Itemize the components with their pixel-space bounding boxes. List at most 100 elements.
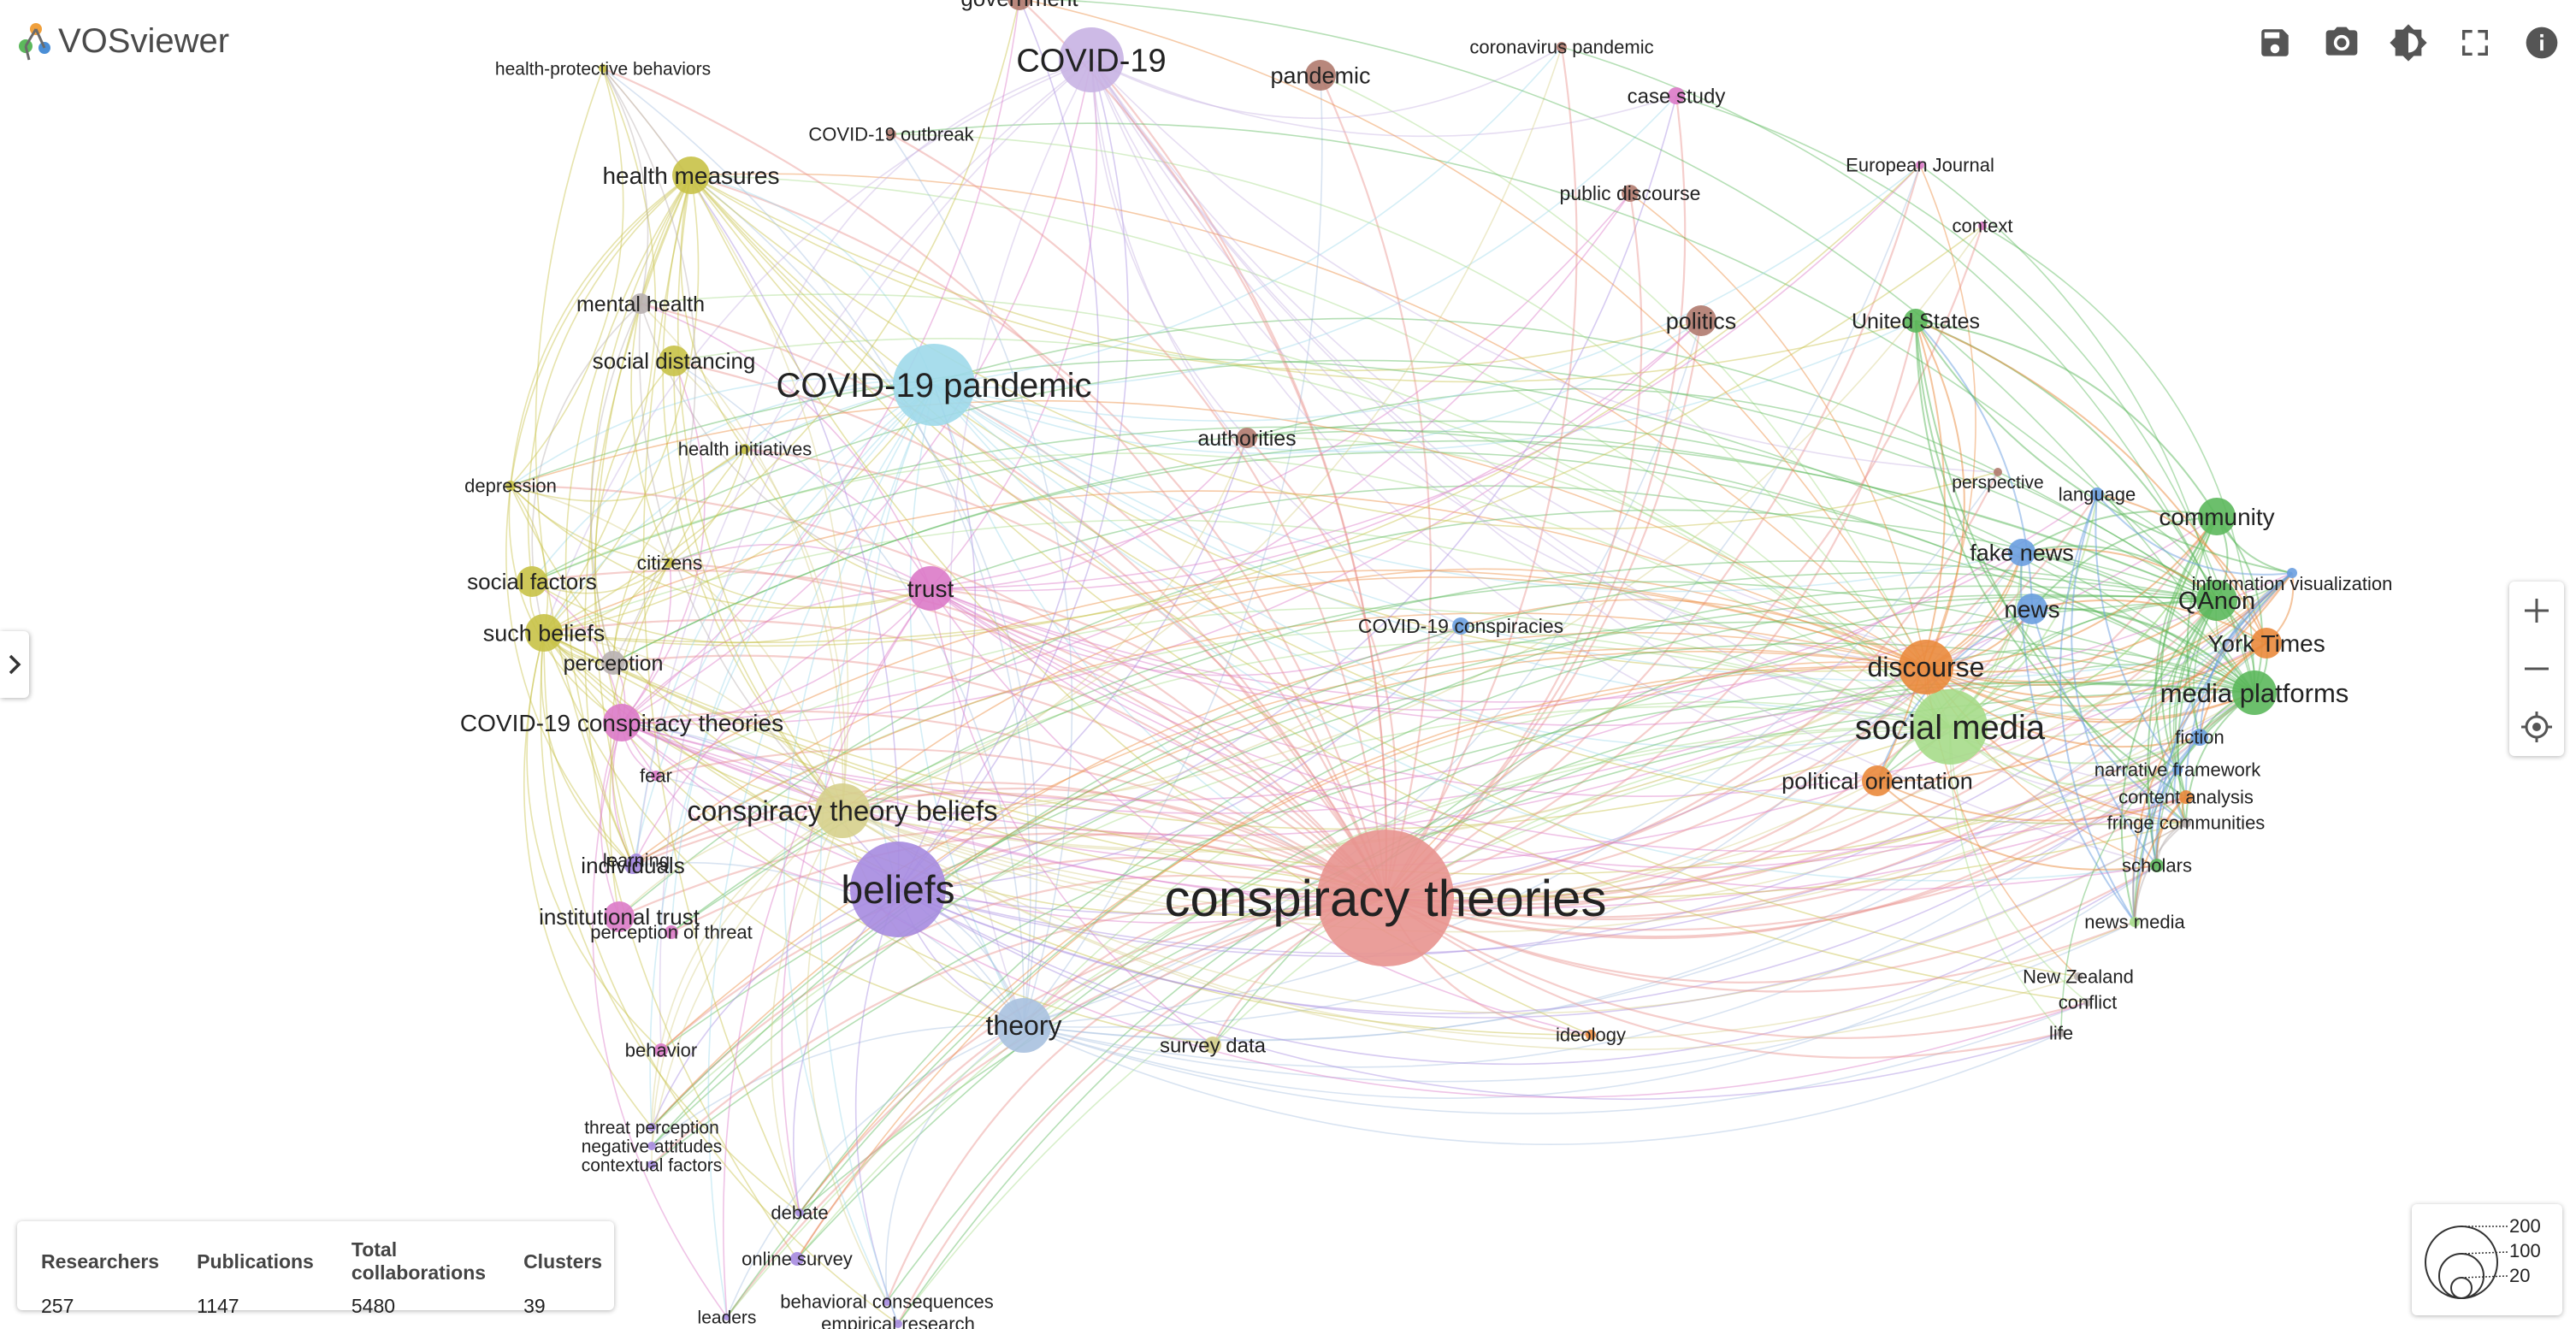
zoom-in-button[interactable]: [2509, 582, 2564, 640]
node-label-iv[interactable]: information visualization: [2192, 573, 2393, 594]
node-label-fc[interactable]: fringe communities: [2107, 812, 2266, 834]
node-label-scholars[interactable]: scholars: [2122, 855, 2192, 877]
node-label-c19o[interactable]: COVID-19 outbreak: [808, 124, 974, 145]
node-label-c19c[interactable]: COVID-19 conspiracies: [1358, 615, 1563, 637]
node-hi[interactable]: [740, 444, 750, 454]
node-label-authorities[interactable]: authorities: [1197, 427, 1296, 451]
node-label-fakenews[interactable]: fake news: [1970, 540, 2074, 565]
node-ctb[interactable]: [815, 783, 870, 838]
node-fc[interactable]: [2181, 818, 2191, 828]
node-label-mp[interactable]: media platforms: [2160, 678, 2349, 708]
theme-button[interactable]: [2384, 19, 2432, 67]
node-os[interactable]: [790, 1252, 804, 1266]
node-tp[interactable]: [647, 1123, 656, 1131]
node-label-beliefs[interactable]: beliefs: [842, 867, 955, 912]
node-debate[interactable]: [795, 1208, 804, 1217]
node-po[interactable]: [1862, 765, 1893, 796]
node-sf[interactable]: [517, 566, 547, 597]
node-pubd[interactable]: [1622, 185, 1639, 202]
node-cf[interactable]: [647, 1161, 656, 1169]
node-label-perception[interactable]: perception: [564, 652, 664, 676]
node-label-cpand[interactable]: coronavirus pandemic: [1469, 37, 1653, 58]
node-behavior[interactable]: [654, 1043, 668, 1057]
side-panel-toggle[interactable]: [0, 631, 29, 698]
node-c19o[interactable]: [886, 129, 896, 139]
node-nm[interactable]: [2130, 917, 2140, 927]
node-label-context[interactable]: context: [1953, 216, 2013, 237]
node-pandemic[interactable]: [1305, 60, 1336, 91]
node-label-qanon[interactable]: QAnon: [2178, 588, 2255, 615]
node-scholars[interactable]: [2150, 859, 2164, 872]
node-cs[interactable]: [1668, 87, 1685, 104]
fullscreen-button[interactable]: [2451, 19, 2499, 67]
node-nf[interactable]: [2172, 765, 2183, 775]
node-gov[interactable]: [1007, 0, 1031, 10]
node-label-pot[interactable]: perception of threat: [590, 922, 753, 943]
node-label-ideology[interactable]: ideology: [1556, 1025, 1626, 1046]
node-label-hi[interactable]: health initiatives: [678, 439, 812, 460]
node-community[interactable]: [2198, 498, 2236, 535]
node-label-sd2[interactable]: survey data: [1160, 1034, 1267, 1057]
node-c19ct[interactable]: [603, 704, 641, 741]
node-ct[interactable]: [1317, 830, 1454, 966]
node-label-os[interactable]: online survey: [741, 1249, 853, 1270]
node-label-sm[interactable]: social media: [1855, 709, 2046, 747]
node-hm[interactable]: [672, 157, 710, 194]
node-label-cf[interactable]: contextual factors: [582, 1155, 723, 1175]
node-label-trust[interactable]: trust: [907, 576, 954, 602]
node-label-hm[interactable]: health measures: [602, 162, 779, 189]
node-leaders[interactable]: [724, 1314, 730, 1320]
node-mh[interactable]: [630, 293, 651, 314]
node-sd[interactable]: [659, 346, 689, 376]
node-it[interactable]: [604, 901, 635, 932]
node-label-theory[interactable]: theory: [986, 1010, 1062, 1041]
node-iv[interactable]: [2287, 568, 2297, 578]
screenshot-button[interactable]: [2318, 19, 2366, 67]
node-label-bc[interactable]: behavioral consequences: [780, 1291, 994, 1313]
node-na[interactable]: [647, 1142, 656, 1150]
node-ca[interactable]: [2179, 790, 2193, 804]
node-label-ca[interactable]: content analysis: [2118, 787, 2254, 808]
node-bc[interactable]: [883, 1297, 891, 1306]
node-context[interactable]: [1978, 222, 1987, 230]
node-pot[interactable]: [665, 925, 678, 939]
node-fear[interactable]: [651, 771, 661, 781]
node-label-leaders[interactable]: leaders: [698, 1308, 757, 1327]
node-sm[interactable]: [1912, 689, 1988, 765]
node-label-ct[interactable]: conspiracy theories: [1165, 870, 1607, 927]
node-label-c19ct[interactable]: COVID-19 conspiracy theories: [460, 710, 783, 736]
node-politics[interactable]: [1686, 305, 1716, 336]
node-label-covpan[interactable]: COVID-19 pandemic: [776, 367, 1091, 405]
node-label-pandemic[interactable]: pandemic: [1270, 62, 1370, 88]
node-conflict[interactable]: [2083, 998, 2092, 1007]
node-nz[interactable]: [2074, 972, 2083, 981]
node-news[interactable]: [2017, 594, 2047, 624]
node-c19c[interactable]: [1452, 617, 1469, 635]
node-label-politics[interactable]: politics: [1666, 308, 1737, 334]
node-label-sd[interactable]: social distancing: [593, 348, 756, 374]
node-label-ej[interactable]: European Journal: [1846, 155, 1994, 176]
node-label-language[interactable]: language: [2059, 484, 2136, 505]
node-such[interactable]: [525, 614, 563, 652]
node-label-community[interactable]: community: [2159, 504, 2274, 530]
node-depression[interactable]: [505, 481, 516, 491]
node-yt[interactable]: [2251, 628, 2282, 659]
node-label-nf[interactable]: narrative framework: [2094, 759, 2261, 781]
node-us[interactable]: [1904, 309, 1928, 333]
node-label-na[interactable]: negative attitudes: [582, 1137, 723, 1156]
node-label-cs[interactable]: case study: [1628, 85, 1726, 108]
node-label-fear[interactable]: fear: [640, 765, 672, 787]
node-cpand[interactable]: [1557, 42, 1567, 52]
node-perception[interactable]: [601, 651, 625, 675]
node-label-sf[interactable]: social factors: [467, 569, 597, 594]
zoom-out-button[interactable]: [2509, 640, 2564, 698]
node-label-hpb[interactable]: health-protective behaviors: [495, 59, 711, 79]
info-button[interactable]: [2518, 19, 2566, 67]
node-citizens[interactable]: [665, 558, 675, 568]
node-label-such[interactable]: such beliefs: [483, 620, 606, 646]
node-label-life[interactable]: life: [2049, 1023, 2073, 1044]
node-label-debate[interactable]: debate: [771, 1202, 828, 1224]
node-label-us[interactable]: United States: [1852, 310, 1980, 334]
node-label-fiction[interactable]: fiction: [2175, 727, 2224, 748]
node-sd2[interactable]: [1204, 1037, 1221, 1054]
